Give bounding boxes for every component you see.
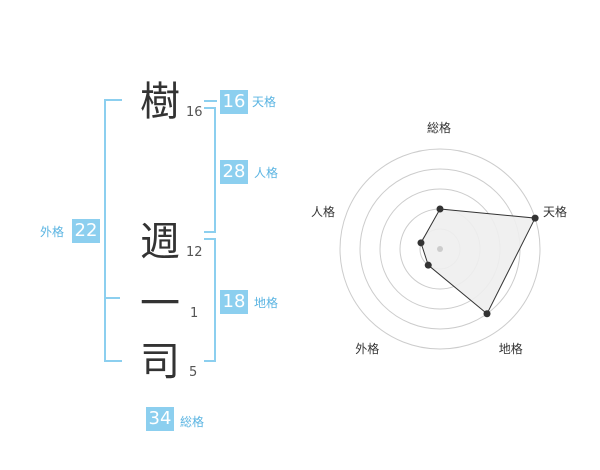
- name-char-1: 樹: [140, 79, 180, 125]
- chikaku-value-badge: 18: [220, 290, 248, 314]
- radar-point-1: [436, 205, 444, 213]
- jinkaku-bracket: [204, 107, 216, 233]
- radar-axis-label-3: 地格: [498, 341, 523, 356]
- radar-point-3: [483, 310, 491, 318]
- radar-axis-label-5: 人格: [310, 205, 335, 220]
- name-char-4: 司: [140, 339, 180, 385]
- stroke-count-3: 1: [190, 306, 199, 321]
- stroke-count-4: 5: [189, 365, 198, 380]
- radar-axis-label-2: 天格: [543, 205, 568, 220]
- stroke-count-2: 12: [186, 245, 203, 260]
- name-char-3: 一: [140, 281, 180, 327]
- radar-axis-label-4: 外格: [355, 341, 380, 356]
- soukaku-value-badge: 34: [146, 407, 174, 431]
- jinkaku-label: 人格: [254, 166, 279, 180]
- radar-center-dot: [437, 246, 443, 252]
- jinkaku-value-badge: 28: [220, 160, 248, 184]
- gaikaku-value-badge: 22: [72, 219, 100, 243]
- radar-point-2: [531, 214, 539, 222]
- chikaku-label: 地格: [254, 296, 279, 310]
- radar-point-5: [417, 239, 425, 247]
- tenkaku-value-badge: 16: [220, 90, 248, 114]
- radar-series-polygon: [420, 208, 536, 315]
- stroke-count-1: 16: [186, 105, 203, 120]
- gaikaku-bracket-divider: [104, 297, 120, 299]
- tenkaku-label: 天格: [252, 95, 277, 109]
- chikaku-bracket: [204, 238, 216, 362]
- gaikaku-label: 外格: [40, 225, 65, 239]
- radar-point-4: [424, 261, 432, 269]
- tenkaku-bracket: [204, 100, 217, 102]
- soukaku-label: 総格: [180, 415, 205, 429]
- gaikaku-bracket: [104, 99, 122, 362]
- name-char-2: 週: [140, 219, 180, 265]
- radar-ring-5: [339, 148, 541, 350]
- radar-axis-label-1: 総格: [427, 121, 452, 135]
